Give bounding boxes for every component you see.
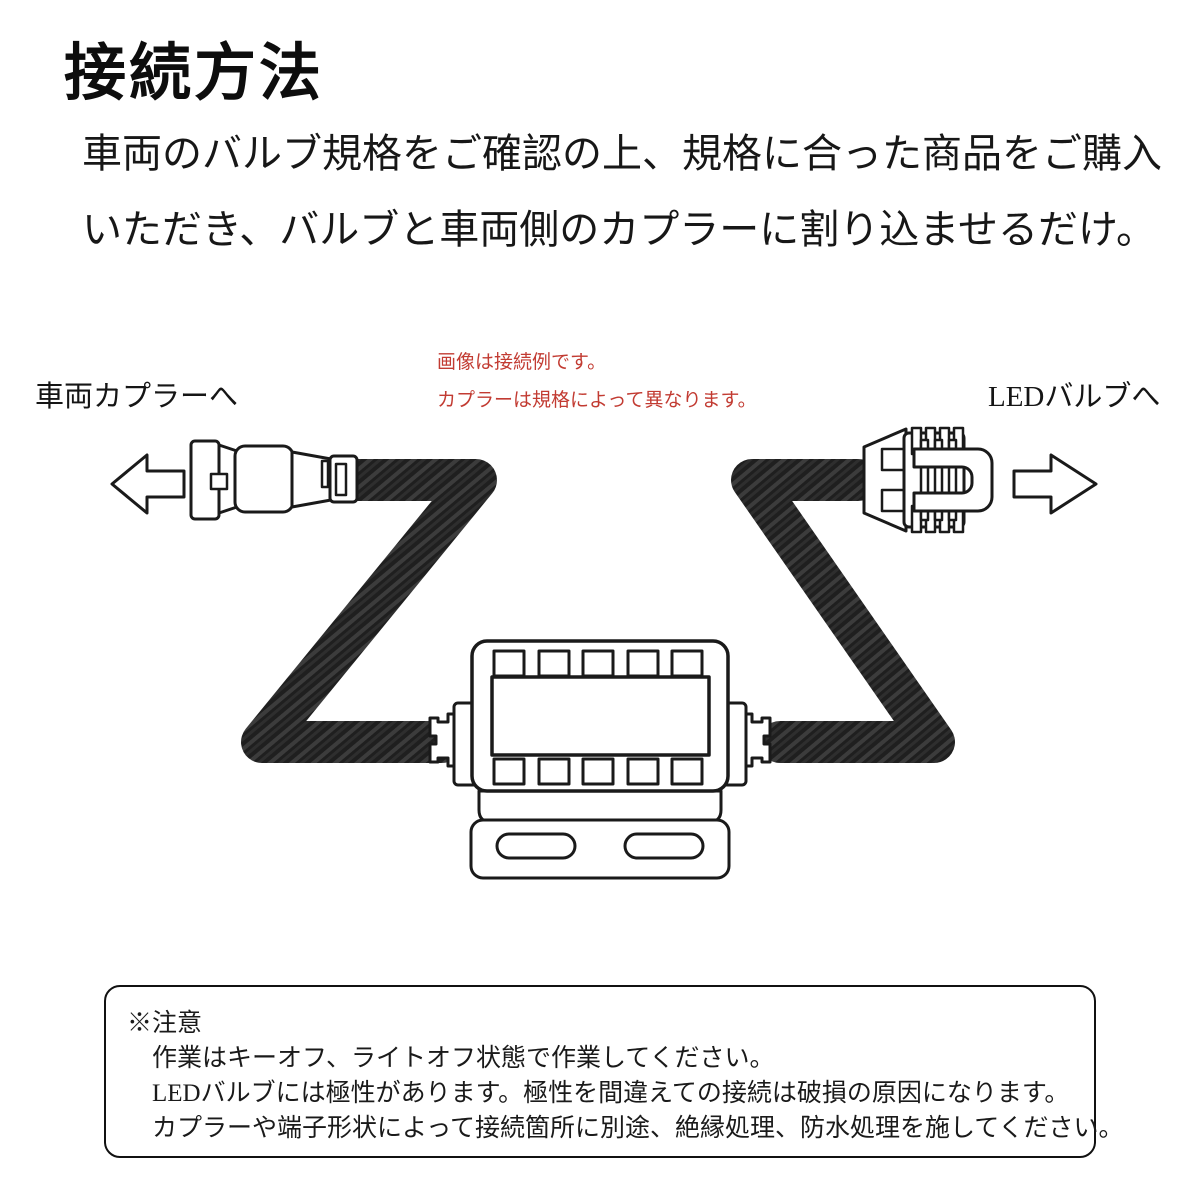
led-bulb-label: LEDバルブへ xyxy=(988,381,1161,413)
led-bulb-coupler-drawing xyxy=(862,426,994,534)
caution-line: 作業はキーオフ、ライトオフ状態で作業してください。 xyxy=(152,1045,775,1072)
cable-right xyxy=(731,459,955,763)
right-arrow-icon xyxy=(1012,453,1098,515)
caution-box: ※注意 作業はキーオフ、ライトオフ状態で作業してください。 LEDバルブには極性… xyxy=(104,985,1124,1158)
red-disclaimer-line-1: 画像は接続例です。 xyxy=(437,352,607,373)
vehicle-coupler-label: 車両カプラーへ xyxy=(35,381,239,413)
resistor-module-drawing xyxy=(428,639,772,880)
left-arrow-icon xyxy=(110,453,186,515)
cable-left xyxy=(241,459,497,763)
intro-line-1: 車両のバルブ規格をご確認の上、規格に合った商品をご購入 xyxy=(82,131,1162,176)
page-title: 接続方法 xyxy=(64,40,325,108)
red-disclaimer: 画像は接続例です。 カプラーは規格によって異なります。 xyxy=(437,344,757,420)
caution-line: LEDバルブには極性があります。極性を間違えての接続は破損の原因になります。 xyxy=(152,1080,1070,1107)
intro-text: 車両のバルブ規格をご確認の上、規格に合った商品をご購入 いただき、バルブと車両側… xyxy=(82,116,1162,268)
vehicle-coupler-drawing xyxy=(189,439,359,521)
caution-line: カプラーや端子形状によって接続箇所に別途、絶縁処理、防水処理を施してください。 xyxy=(152,1115,1124,1142)
intro-line-2: いただき、バルブと車両側のカプラーに割り込ませるだけ。 xyxy=(82,207,1156,252)
caution-heading: ※注意 xyxy=(127,1010,203,1037)
connection-diagram xyxy=(110,426,1098,880)
red-disclaimer-line-2: カプラーは規格によって異なります。 xyxy=(437,390,757,411)
